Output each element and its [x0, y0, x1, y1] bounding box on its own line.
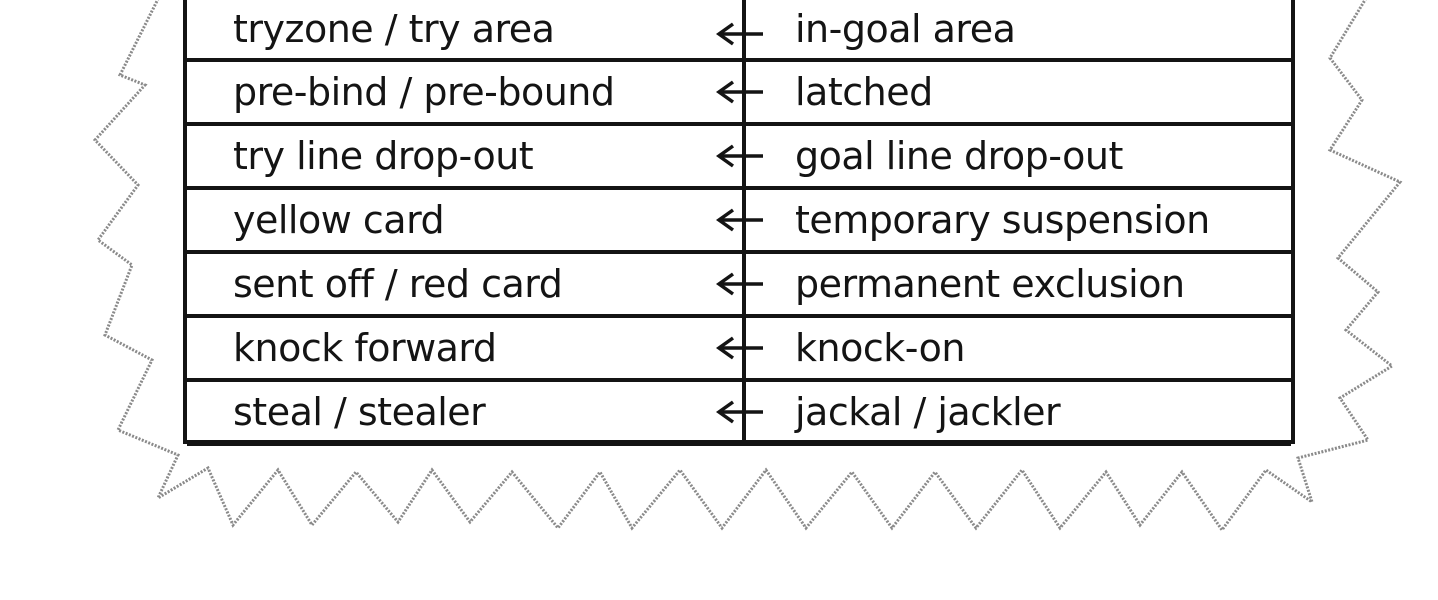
- term-right: knock-on: [795, 326, 966, 370]
- term-right: in-goal area: [795, 7, 1016, 51]
- table-row: pre-bind / pre-bound latched: [187, 62, 1291, 126]
- left-arrow-icon: [715, 80, 767, 104]
- table-row: sent off / red card permanent exclusion: [187, 254, 1291, 318]
- left-arrow-icon: [715, 272, 767, 296]
- table-row: yellow card temporary suspension: [187, 190, 1291, 254]
- table-row: knock forward knock-on: [187, 318, 1291, 382]
- left-arrow-icon: [715, 22, 767, 46]
- term-right: jackal / jackler: [795, 390, 1061, 434]
- left-arrow-icon: [715, 144, 767, 168]
- term-left: sent off / red card: [233, 262, 563, 306]
- term-left: steal / stealer: [233, 390, 486, 434]
- starburst-outline: [92, 0, 1403, 533]
- term-right: permanent exclusion: [795, 262, 1185, 306]
- term-left: pre-bind / pre-bound: [233, 70, 615, 114]
- left-arrow-icon: [715, 336, 767, 360]
- term-left: try line drop-out: [233, 134, 534, 178]
- left-arrow-icon: [715, 208, 767, 232]
- term-left: knock forward: [233, 326, 497, 370]
- term-right: temporary suspension: [795, 198, 1210, 242]
- term-left: yellow card: [233, 198, 445, 242]
- table-row: steal / stealer jackal / jackler: [187, 382, 1291, 446]
- center-divider: [742, 0, 746, 440]
- term-right: goal line drop-out: [795, 134, 1123, 178]
- term-right: latched: [795, 70, 933, 114]
- table-row: try line drop-out goal line drop-out: [187, 126, 1291, 190]
- table-row: tryzone / try area in-goal area: [187, 0, 1291, 62]
- term-left: tryzone / try area: [233, 7, 555, 51]
- glossary-table: tryzone / try area in-goal area pre-bind /…: [183, 0, 1295, 446]
- left-arrow-icon: [715, 400, 767, 424]
